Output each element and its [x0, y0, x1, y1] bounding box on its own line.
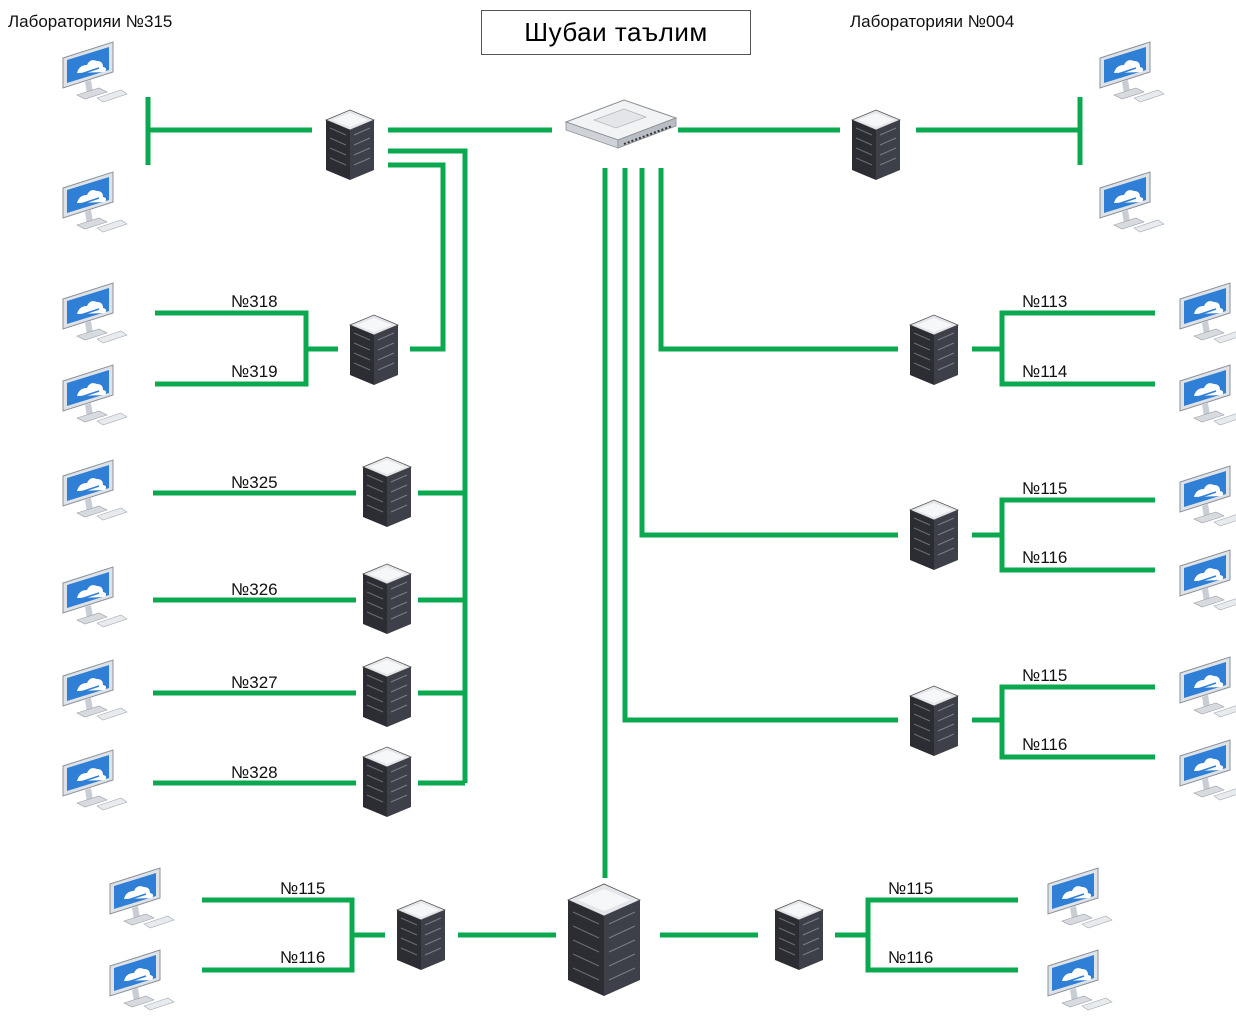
monitor-icon — [62, 282, 128, 344]
core-server-icon — [567, 883, 641, 997]
monitor-icon — [1179, 282, 1236, 344]
link-switch-branch-2 — [639, 168, 898, 538]
room-115-label: №115 — [888, 879, 934, 898]
monitor-icon — [1179, 549, 1236, 611]
switch-icon — [565, 99, 677, 149]
room-116-label: №116 — [1022, 548, 1068, 567]
room-115-label: №115 — [1022, 479, 1068, 498]
room-318-label: №318 — [231, 292, 278, 311]
server-icon — [325, 109, 375, 181]
room-113-label: №113 — [1022, 292, 1068, 311]
server-icon — [909, 685, 959, 757]
room-116-label: №116 — [888, 948, 934, 967]
link-switch-branch-3 — [622, 168, 898, 723]
lab-315-label: Лабораторияи №315 — [8, 12, 173, 31]
lab-004-label: Лабораторияи №004 — [850, 12, 1015, 31]
server-icon — [909, 499, 959, 571]
room-115-label: №115 — [1022, 666, 1068, 685]
room-327-label: №327 — [231, 673, 278, 692]
monitor-icon — [1047, 867, 1113, 929]
link-trunk-left-outer — [388, 148, 468, 783]
server-icon — [774, 899, 824, 971]
server-icon — [909, 314, 959, 386]
room-115-label: №115 — [280, 879, 326, 898]
link-switch-branch-1 — [658, 168, 898, 352]
room-328-label: №328 — [231, 763, 278, 782]
link-rooms-115a-116a — [999, 497, 1155, 573]
server-icon — [362, 456, 412, 528]
link-rooms-113-114 — [999, 310, 1155, 387]
page-title: Шубаи таълим — [481, 10, 751, 55]
monitor-icon — [62, 459, 128, 521]
monitor-icon — [1179, 364, 1236, 426]
monitor-icon — [62, 659, 128, 721]
monitor-icon — [109, 949, 175, 1011]
network-links — [145, 97, 1155, 973]
link-rooms-bottom-right — [865, 897, 1018, 973]
monitor-icon — [62, 41, 128, 103]
server-icon — [851, 109, 901, 181]
monitor-icon — [109, 867, 175, 929]
monitor-icon — [1179, 465, 1236, 527]
monitor-icon — [1099, 41, 1165, 103]
server-icon — [349, 314, 399, 386]
server-icon — [362, 656, 412, 728]
room-326-label: №326 — [231, 580, 278, 599]
monitor-icon — [1099, 171, 1165, 233]
room-319-label: №319 — [231, 362, 278, 381]
room-325-label: №325 — [231, 473, 278, 492]
monitor-icon — [62, 364, 128, 426]
monitor-icon — [1047, 949, 1113, 1011]
room-116-label: №116 — [280, 948, 326, 967]
monitor-icon — [1179, 739, 1236, 801]
link-rooms-115b-116b — [999, 684, 1155, 760]
link-trunk-left-inner — [388, 162, 446, 352]
server-icon — [362, 563, 412, 635]
monitor-icon — [62, 171, 128, 233]
room-116-label: №116 — [1022, 735, 1068, 754]
monitor-icon — [62, 566, 128, 628]
server-icon — [396, 899, 446, 971]
server-icon — [362, 746, 412, 818]
monitor-icon — [1179, 656, 1236, 718]
link-rooms-bottom-left — [202, 897, 355, 973]
monitor-icon — [62, 749, 128, 811]
room-114-label: №114 — [1022, 362, 1068, 381]
